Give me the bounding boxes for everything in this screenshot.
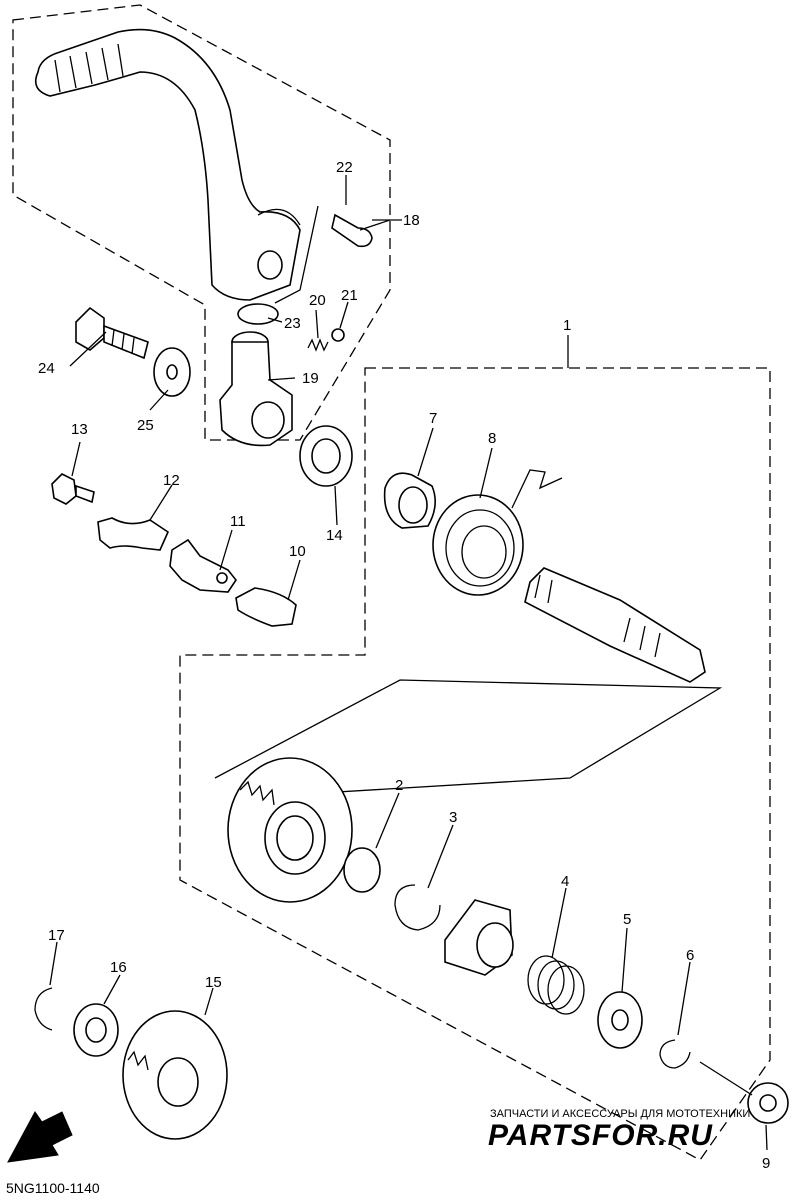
kick-shaft-assembly-outline xyxy=(179,367,771,1161)
ball-21-part xyxy=(331,328,345,342)
watermark-tagline: ЗАПЧАСТИ И АКСЕССУАРЫ ДЛЯ МОТОТЕХНИКИ xyxy=(490,1108,750,1120)
axis-line-9 xyxy=(699,1061,753,1096)
callout-18: 18 xyxy=(403,212,420,229)
callout-22: 22 xyxy=(336,159,353,176)
callout-13: 13 xyxy=(71,421,88,438)
oil-seal-14-part xyxy=(299,425,353,487)
callout-6: 6 xyxy=(686,947,694,964)
washer-25-part xyxy=(153,347,191,397)
circlip-6-part xyxy=(659,1039,691,1069)
callout-7: 7 xyxy=(429,410,437,427)
callout-23: 23 xyxy=(284,315,301,332)
idle-gear-15-part xyxy=(122,1010,228,1140)
callout-16: 16 xyxy=(110,959,127,976)
kick-shaft-part xyxy=(524,567,706,683)
callout-4: 4 xyxy=(561,873,569,890)
callout-8: 8 xyxy=(488,430,496,447)
washer-16-part xyxy=(73,1003,119,1057)
plate-10-part xyxy=(235,587,297,627)
watermark-logo: PARTSFOR.RU xyxy=(488,1119,713,1152)
washer-23-part xyxy=(237,303,279,325)
torsion-spring-8-part xyxy=(432,469,563,596)
callout-14: 14 xyxy=(326,527,343,544)
callout-25: 25 xyxy=(137,417,154,434)
callout-9: 9 xyxy=(762,1155,770,1172)
callout-12: 12 xyxy=(163,472,180,489)
callout-21: 21 xyxy=(341,287,358,304)
callout-10: 10 xyxy=(289,543,306,560)
kick-lever-part xyxy=(34,28,301,301)
washer-9-part xyxy=(747,1082,789,1124)
kick-gear-part xyxy=(227,757,353,903)
leader-lines xyxy=(49,175,768,1151)
circlip-3-part xyxy=(394,884,441,931)
bolt-24-part xyxy=(75,306,149,360)
bolt-13-part xyxy=(51,473,95,505)
plate-12-part xyxy=(97,517,170,551)
diagram-code: 5NG1100-1140 xyxy=(6,1180,100,1196)
callout-1: 1 xyxy=(563,317,571,334)
spring-4-part xyxy=(527,955,585,1015)
circlip-17-part xyxy=(34,987,53,1031)
shaft-projection-line xyxy=(214,679,723,799)
callout-24: 24 xyxy=(38,360,55,377)
callout-3: 3 xyxy=(449,809,457,826)
bolt-22-part xyxy=(331,213,373,248)
callout-5: 5 xyxy=(623,911,631,928)
callout-19: 19 xyxy=(302,370,319,387)
fwd-arrow-icon: FWD xyxy=(7,1111,73,1163)
plate-11-part xyxy=(169,538,237,593)
washer-2-part xyxy=(343,847,381,893)
ratchet-4-part xyxy=(444,899,514,976)
ratchet-guide-7-part xyxy=(383,472,436,529)
callout-2: 2 xyxy=(395,777,403,794)
washer-5-part xyxy=(597,991,643,1049)
kick-boss-19-part xyxy=(219,331,293,447)
spring-20-part xyxy=(307,338,329,352)
callout-20: 20 xyxy=(309,292,326,309)
kick-lever-group-outline xyxy=(12,4,391,441)
callout-17: 17 xyxy=(48,927,65,944)
callout-15: 15 xyxy=(205,974,222,991)
callout-11: 11 xyxy=(230,513,246,530)
